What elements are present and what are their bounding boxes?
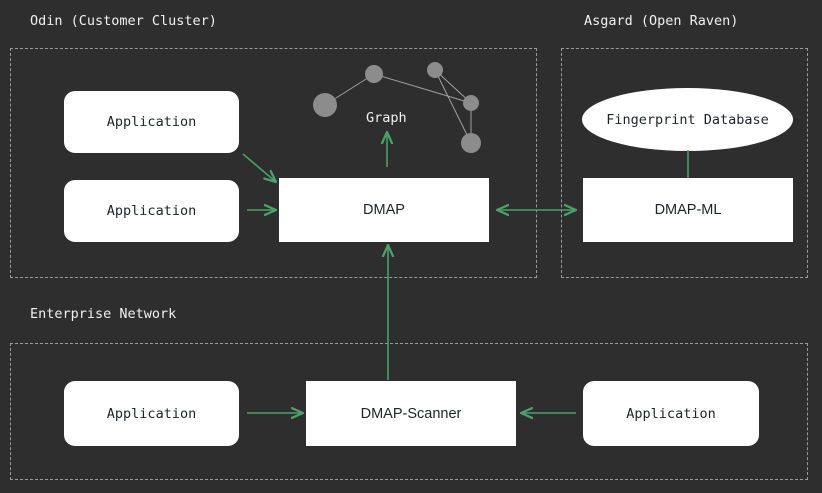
zone-label-odin: Odin (Customer Cluster) — [30, 13, 217, 29]
zone-boundary-odin — [10, 48, 537, 278]
graph-edge — [434, 69, 472, 144]
graph-nodes — [313, 62, 481, 153]
graph-edges — [324, 69, 472, 144]
zone-boundary-enterprise — [10, 343, 808, 480]
node-application-enterprise-right[interactable]: Application — [583, 381, 759, 446]
graph-node — [427, 62, 443, 78]
graph-node — [313, 93, 337, 117]
graph-node — [461, 133, 481, 153]
node-application-enterprise-left[interactable]: Application — [64, 381, 239, 446]
graph-node — [463, 95, 479, 111]
graph-edge — [373, 73, 472, 104]
node-dmap-ml[interactable]: DMAP-ML — [583, 178, 793, 242]
node-dmap-scanner[interactable]: DMAP-Scanner — [306, 381, 516, 446]
graph-label: Graph — [366, 110, 407, 126]
graph-edge — [434, 69, 472, 104]
node-dmap[interactable]: DMAP — [279, 178, 489, 242]
node-application-odin-top[interactable]: Application — [64, 91, 239, 153]
zone-boundary-asgard — [561, 48, 808, 278]
node-fingerprint-database[interactable]: Fingerprint Database — [582, 88, 793, 151]
zone-label-asgard: Asgard (Open Raven) — [584, 13, 739, 29]
zone-label-enterprise: Enterprise Network — [30, 306, 177, 322]
graph-node — [365, 65, 383, 83]
node-application-odin-bottom[interactable]: Application — [64, 180, 239, 242]
